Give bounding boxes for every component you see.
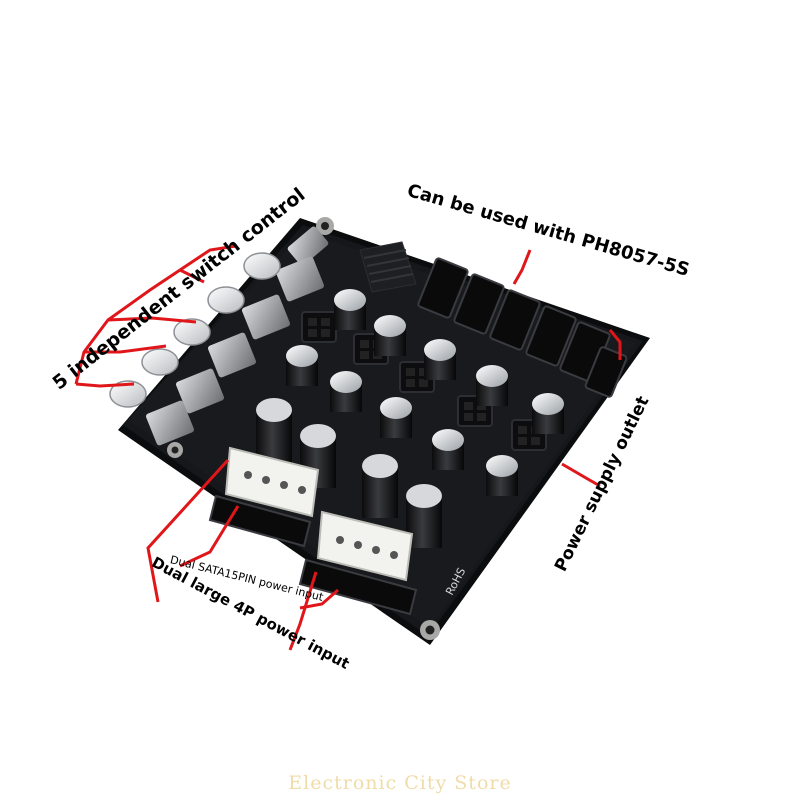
- sata-port-icon: [417, 257, 469, 319]
- molex-4p-connector: [316, 510, 414, 582]
- toggle-switch-icon: [173, 318, 257, 378]
- sata-input-connector: [298, 558, 418, 616]
- toggle-switch-icon: [109, 380, 195, 446]
- molex-4p-connector: [224, 446, 320, 518]
- toggle-switch-icon: [207, 286, 291, 340]
- capacitor-icon: [334, 289, 366, 330]
- callout-sata-lines: [179, 505, 339, 610]
- sata-port-icon: [525, 305, 577, 367]
- capacitor-icon: [286, 345, 318, 386]
- sata-port-icon: [489, 289, 541, 351]
- mounting-hole: [316, 217, 334, 235]
- callout-4p-lines: [146, 458, 318, 651]
- capacitor-icon: [476, 365, 508, 406]
- mounting-hole: [420, 620, 440, 640]
- callout-outlet-lines: [561, 329, 622, 488]
- store-watermark: Electronic City Store: [288, 772, 512, 794]
- callout-usedwith-line: [512, 249, 532, 285]
- power-header: [301, 311, 337, 343]
- heatsink-icon: [359, 241, 417, 293]
- capacitor-icon: [432, 429, 464, 470]
- callout-switch-lines: [74, 244, 237, 388]
- mounting-hole: [167, 442, 183, 458]
- capacitor-icon: [486, 455, 518, 496]
- sata-port-icon: [453, 273, 505, 335]
- capacitor-icon: [532, 393, 564, 434]
- capacitor-icon: [330, 371, 362, 412]
- capacitor-icon: [380, 397, 412, 438]
- capacitor-icon: [256, 398, 292, 462]
- capacitor-icon: [424, 339, 456, 380]
- toggle-switch-icon: [141, 348, 225, 414]
- capacitor-icon: [362, 454, 398, 518]
- sata-port-icon: [584, 346, 628, 398]
- usb-port-icon: [287, 226, 329, 266]
- capacitor-icon: [374, 315, 406, 356]
- toggle-switch-icon: [243, 252, 325, 302]
